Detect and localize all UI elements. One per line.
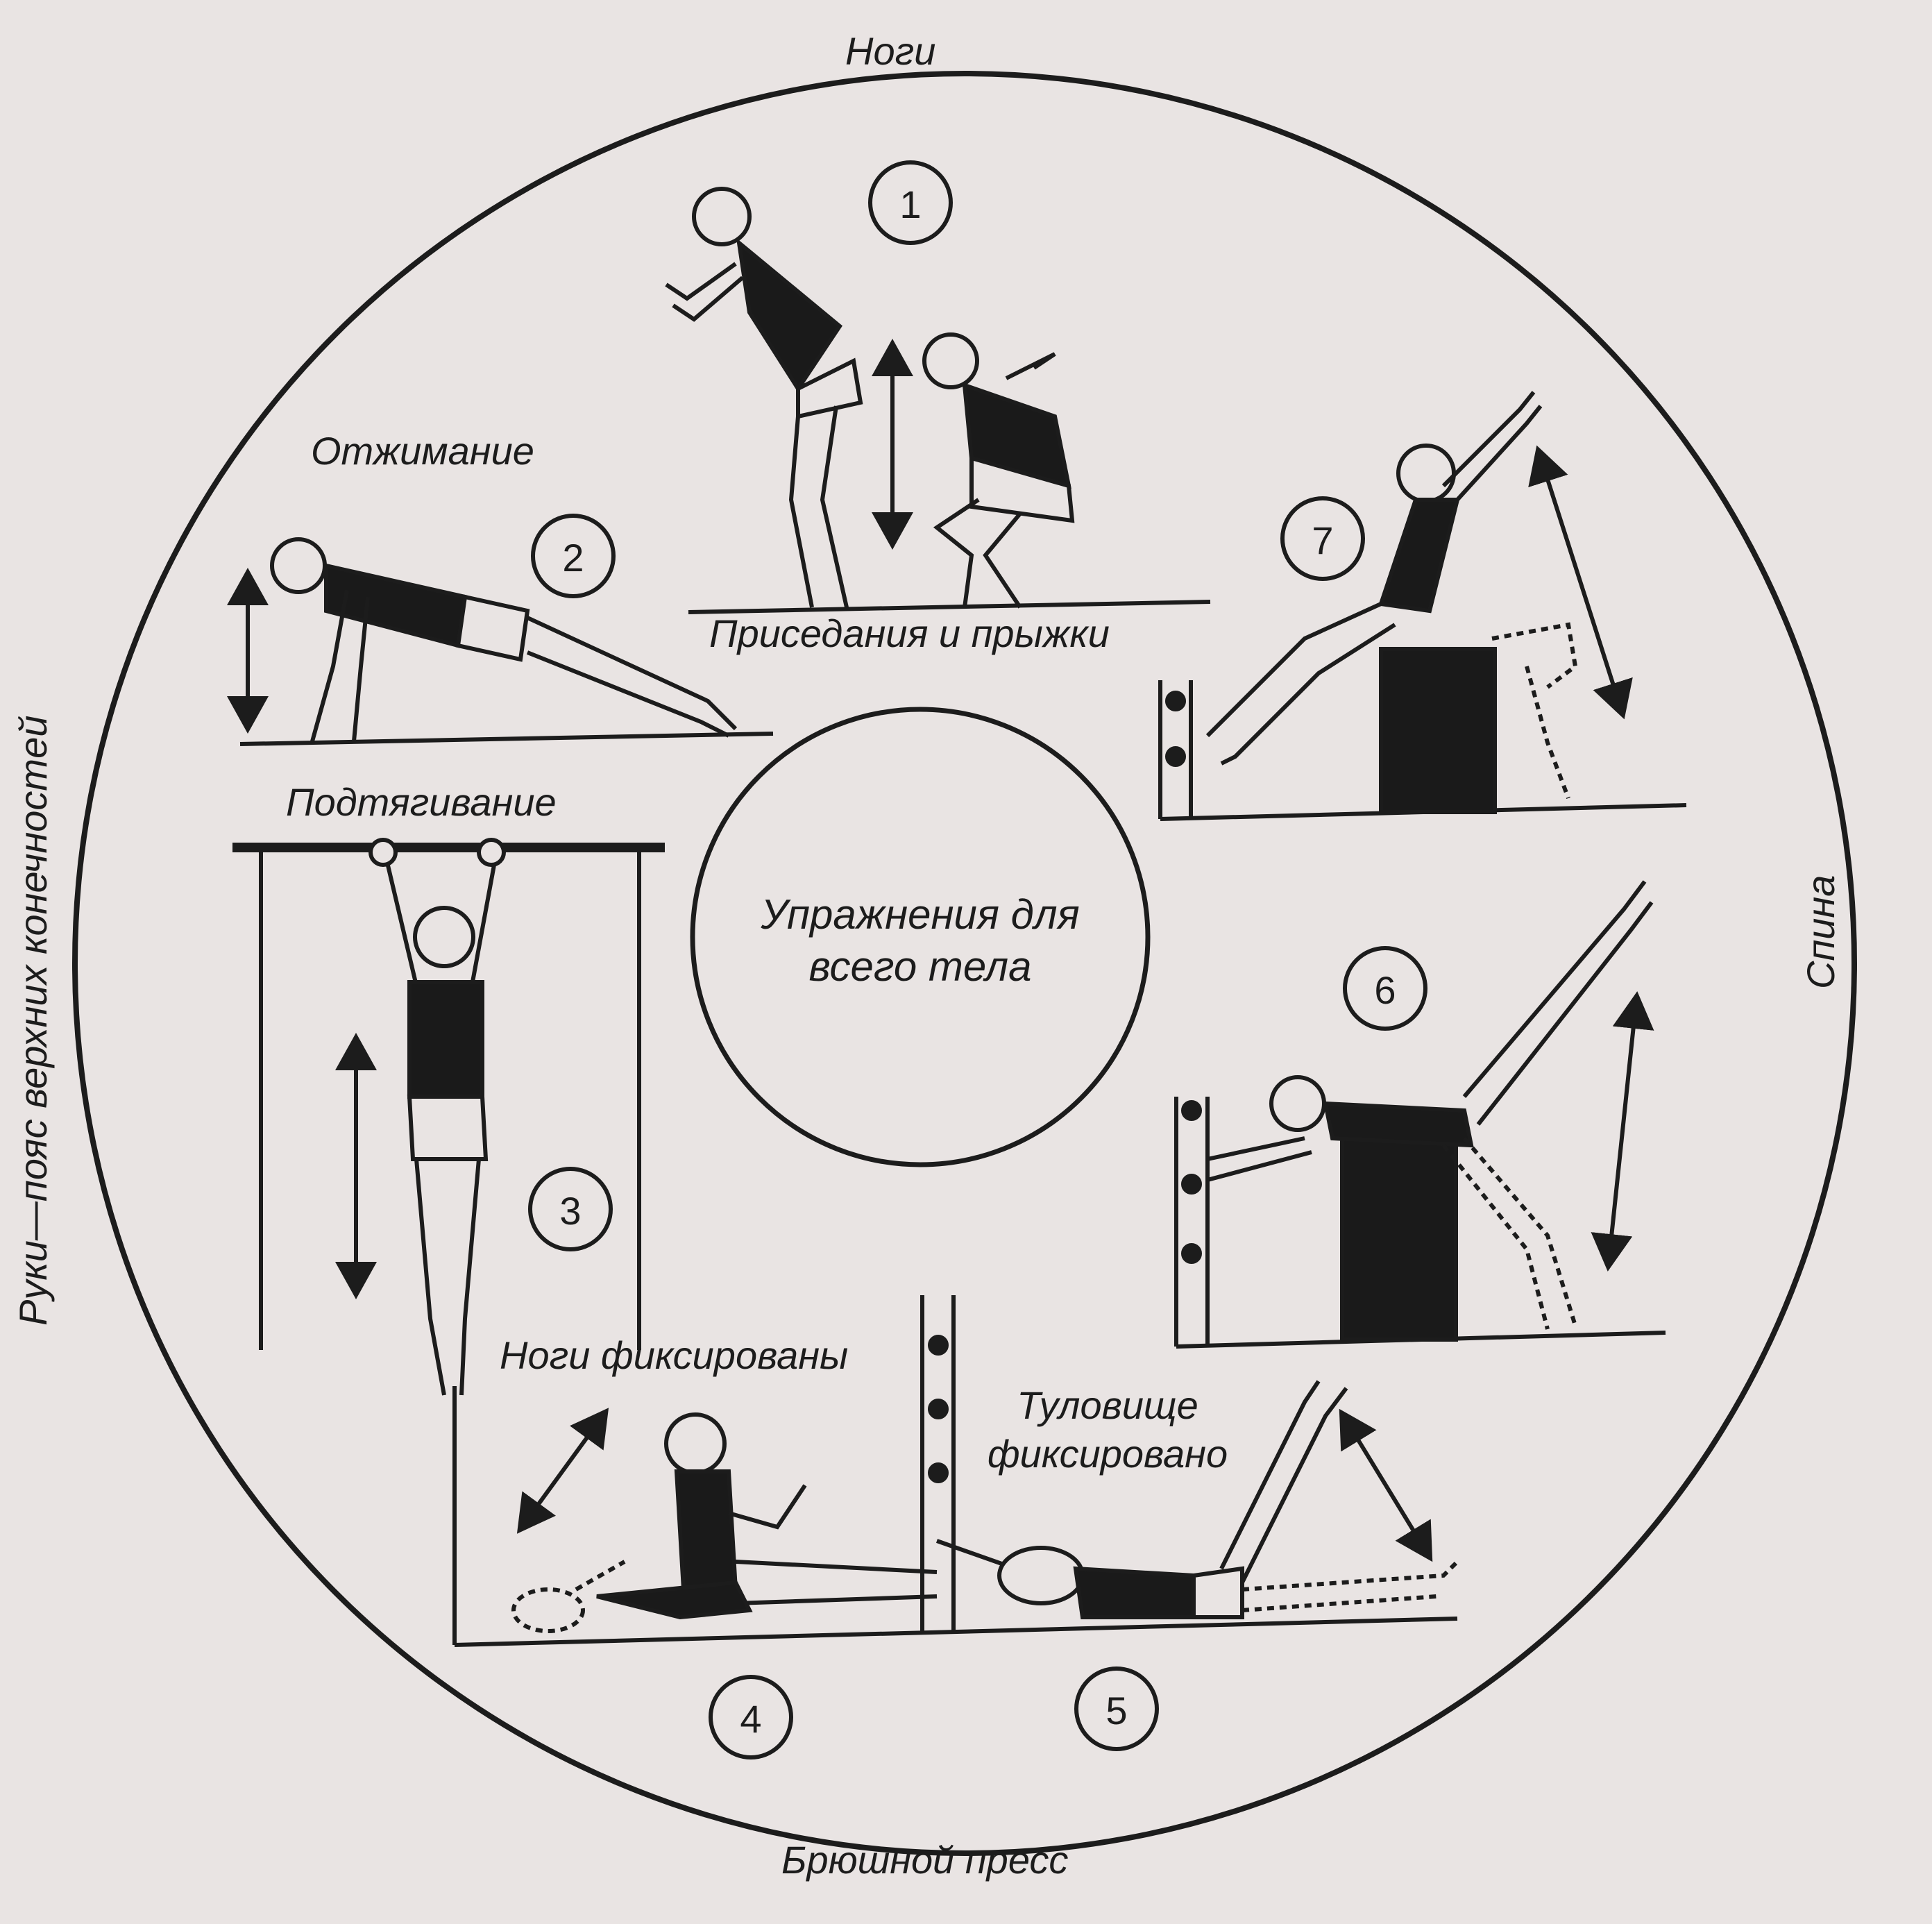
exercise-label-pushup: Отжимание [311,429,534,473]
figure-squats-jumps [665,187,1211,614]
region-label-bottom: Брюшной пресс [781,1838,1069,1882]
figure-legs-fixed [452,1386,1458,1647]
exercise-number-4: 4 [740,1697,762,1741]
exercise-number-2: 2 [562,536,584,580]
figure-back-extension [1174,880,1666,1349]
figure-pushup [227,537,774,746]
exercise-label-pullup: Подтягивание [286,780,557,824]
exercise-label-torso-fixed: Туловище фиксировано [987,1383,1228,1476]
exercise-number-5: 5 [1105,1689,1128,1732]
region-label-right: Спина [1799,875,1842,989]
figure-pullup [232,838,665,1396]
figure-back-raise [1158,391,1687,821]
center-label: Упражнения для всего тела [761,891,1080,990]
exercise-label-legs-fixed: Ноги фиксированы [500,1333,849,1377]
exercise-label-squats: Приседания и прыжки [709,611,1110,655]
exercise-number-1: 1 [899,183,922,226]
outer-circle [72,71,1857,1856]
wall-bars-middle [920,1295,956,1631]
exercise-number-6: 6 [1374,968,1396,1012]
figure-torso-fixed [936,1380,1459,1619]
center-circle [690,707,1151,1167]
region-label-left: Руки—пояс верхних конечностей [11,715,55,1326]
exercise-number-7: 7 [1312,518,1334,562]
region-label-top: Ноги [845,29,936,73]
number-circles [528,160,1427,1760]
exercise-number-3: 3 [559,1189,582,1233]
